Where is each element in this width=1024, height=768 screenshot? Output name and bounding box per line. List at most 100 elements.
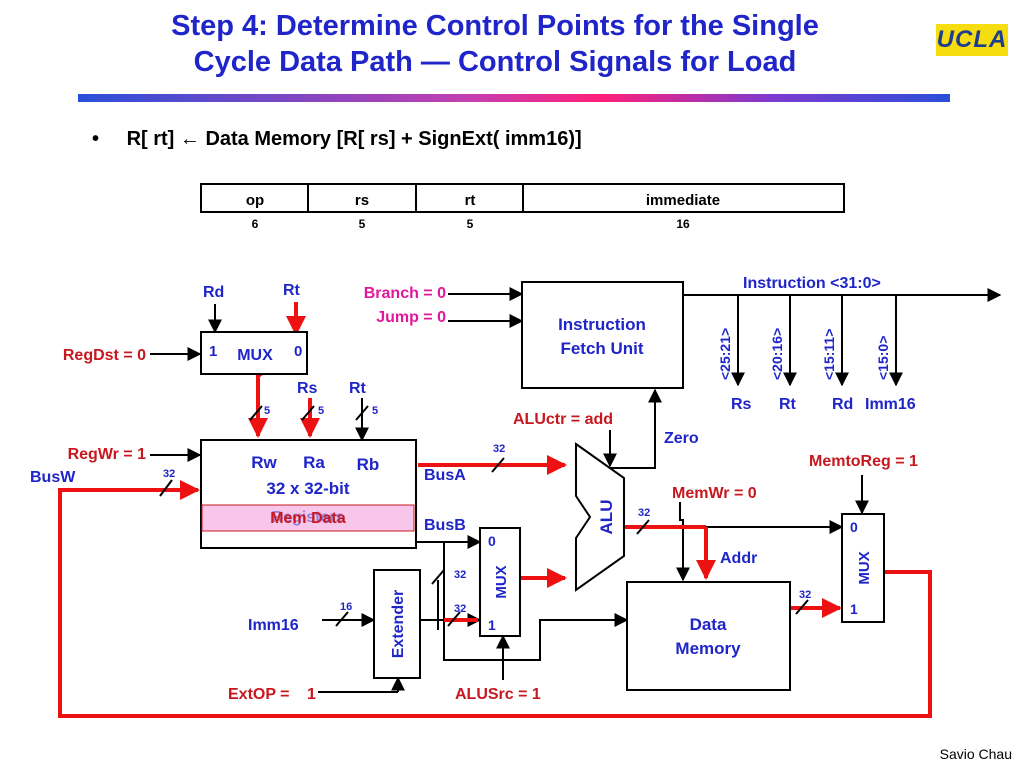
width-5-ra: 5: [318, 405, 324, 417]
bullet-point: • R[ rt] ← Data Memory [R[ rs] + SignExt…: [92, 128, 582, 151]
bus-width-labels: 5 5 5 32 32 32 32 32 32 16: [163, 405, 811, 615]
extender: Extender: [373, 569, 421, 679]
zero-wire: [610, 388, 662, 469]
memwr-wire: [676, 502, 690, 582]
rs-output-label: Rs: [731, 396, 752, 413]
width-32-alu: 32: [638, 507, 650, 519]
regdst-mux-in1: 1: [209, 343, 217, 360]
data-memory-label-1: Data: [690, 615, 727, 634]
width-32-mem: 32: [799, 589, 811, 601]
rs-input-label: Rs: [297, 380, 318, 397]
field-15-0: <15:0>: [875, 336, 891, 380]
busb-branch-wire: [416, 541, 629, 661]
width-32-busb: 32: [454, 569, 466, 581]
active-path: [58, 302, 932, 718]
title-line-2: Cycle Data Path — Control Signals for Lo…: [193, 46, 797, 78]
memtoreg-mux-in0: 0: [850, 519, 858, 535]
regdst-mux-in0: 0: [294, 343, 302, 360]
data-memory: Data Memory: [626, 581, 791, 691]
register-file-size: 32 x 32-bit: [266, 479, 349, 498]
width-32-ext: 32: [454, 603, 466, 615]
rb-port: Rb: [357, 455, 380, 474]
field-tap-labels: <25:21> <20:16> <15:11> <15:0>: [717, 328, 891, 380]
instruction-format-table: op rs rt immediate 6 5 5 16: [200, 183, 845, 231]
ra-port: Ra: [303, 453, 325, 472]
alusrc-mux-label: MUX: [493, 565, 510, 598]
register-file: Rw Ra Rb 32 x 32-bit Registers Mem Data: [200, 439, 417, 549]
ifu-label-1: Instruction: [558, 315, 646, 334]
memtoreg-signal: MemtoReg = 1: [809, 453, 918, 470]
alusrc-mux-in1: 1: [488, 617, 496, 633]
regdst-mux-box: [200, 331, 308, 375]
load-rtl-statement: R[ rt] ← Data Memory [R[ rs] + SignExt( …: [126, 128, 582, 150]
field-25-21: <25:21>: [717, 328, 733, 380]
busw-label: BusW: [30, 469, 76, 486]
addr-label: Addr: [720, 550, 757, 567]
mem-data-highlight: [201, 504, 415, 532]
ucla-logo: UCLA: [936, 24, 1008, 56]
regdst-mux: 1 MUX 0: [200, 331, 308, 375]
rt-input-label: Rt: [283, 282, 301, 299]
width-16-imm: 16: [340, 601, 352, 613]
width-5-rb: 5: [372, 405, 378, 417]
slide-title: Step 4: Determine Control Points for the…: [70, 8, 920, 80]
instruction-fetch-unit: Instruction Fetch Unit: [521, 281, 684, 389]
format-width-rs: 5: [359, 217, 366, 231]
zero-label: Zero: [664, 430, 699, 447]
alu: ALU: [575, 442, 625, 592]
alusrc-mux-in0: 0: [488, 533, 496, 549]
data-memory-label-2: Memory: [675, 639, 741, 658]
mem-data-label: Mem Data: [270, 510, 346, 527]
rd-output-label: Rd: [832, 396, 853, 413]
memtoreg-mux: 0 1 MUX: [841, 513, 885, 623]
field-20-16: <20:16>: [769, 328, 785, 380]
rw-port: Rw: [251, 453, 277, 472]
title-rule: [78, 94, 950, 102]
branch-signal: Branch = 0: [364, 285, 446, 302]
rt-output-label: Rt: [779, 396, 797, 413]
memtoreg-mux-box: [841, 513, 885, 623]
extender-label: Extender: [390, 590, 407, 658]
writeback-loop: [58, 480, 932, 718]
extop-value: 1: [307, 686, 316, 703]
format-width-immediate: 16: [676, 217, 690, 231]
regwr-signal: RegWr = 1: [68, 446, 147, 463]
memtoreg-mux-label: MUX: [856, 551, 873, 584]
regdst-mux-label: MUX: [237, 347, 273, 364]
format-field-op: op: [246, 192, 264, 209]
aluctr-signal: ALUctr = add: [513, 411, 613, 428]
busa-label: BusA: [424, 467, 466, 484]
alusrc-signal: ALUSrc = 1: [455, 686, 541, 703]
register-file-label: Registers: [272, 509, 345, 526]
ifu-box: [521, 281, 684, 389]
width-32-busw: 32: [163, 468, 175, 480]
format-field-rs: rs: [355, 192, 369, 209]
bus-width-marks: [159, 405, 809, 627]
format-width-op: 6: [252, 217, 259, 231]
memtoreg-mux-in1: 1: [850, 601, 858, 617]
bullet-marker: •: [92, 128, 100, 150]
imm16-label: Imm16: [248, 617, 299, 634]
format-field-immediate: immediate: [646, 192, 720, 209]
data-memory-box: [626, 581, 791, 691]
signal-labels: Rd Rt Rs Rt Instruction <31:0> Rs Rt Rd …: [30, 275, 916, 634]
rt2-input-label: Rt: [349, 380, 367, 397]
busb-label: BusB: [424, 517, 466, 534]
format-field-rt: rt: [465, 192, 476, 209]
alu-shape: [575, 442, 625, 592]
ifu-label-2: Fetch Unit: [560, 339, 643, 358]
alu-label: ALU: [597, 500, 616, 535]
title-line-1: Step 4: Determine Control Points for the…: [171, 10, 819, 42]
width-32-busa: 32: [493, 443, 505, 455]
width-5-rw: 5: [264, 405, 270, 417]
jump-signal: Jump = 0: [376, 309, 446, 326]
regdst-signal: RegDst = 0: [63, 347, 146, 364]
imm16-output-label: Imm16: [865, 396, 916, 413]
black-wiring: [150, 287, 1002, 693]
format-width-rt: 5: [467, 217, 474, 231]
instruction-bus-label: Instruction <31:0>: [743, 275, 881, 292]
field-15-11: <15:11>: [821, 329, 837, 380]
control-signal-labels: Branch = 0 Jump = 0 RegDst = 0 RegWr = 1…: [63, 285, 918, 703]
author-footer: Savio Chau: [939, 746, 1012, 762]
